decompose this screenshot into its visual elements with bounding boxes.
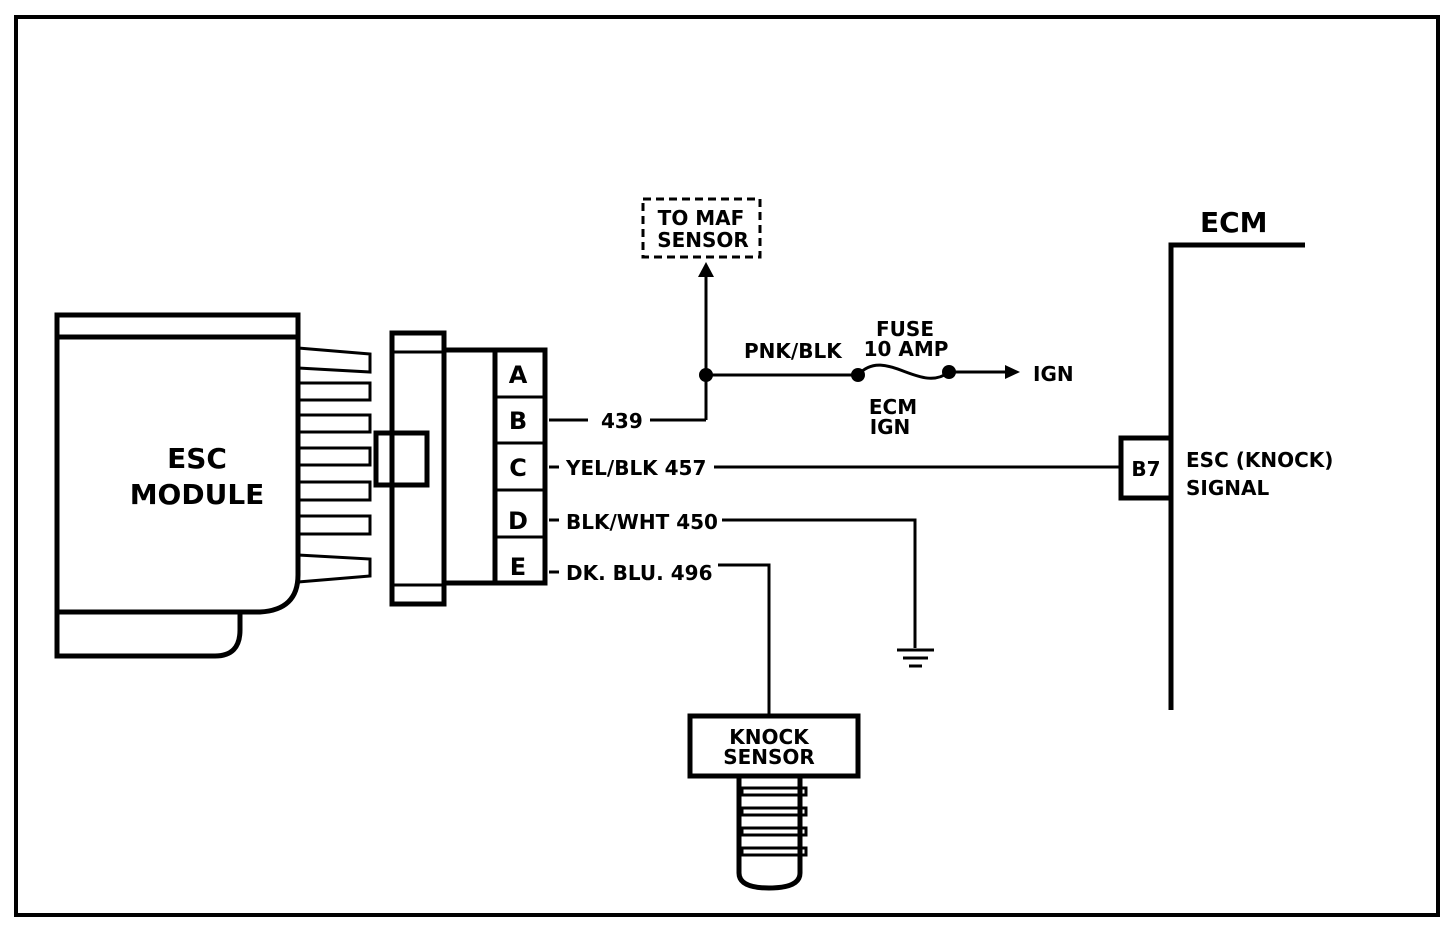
ign-arrow <box>1005 365 1020 379</box>
knock-sensor: KNOCK SENSOR <box>687 713 861 891</box>
sensor-thread-icon <box>740 786 808 857</box>
supply-wire-label: PNK/BLK <box>744 339 843 363</box>
maf-label-line2: SENSOR <box>657 228 749 252</box>
wire-b-label: 439 <box>601 409 643 433</box>
maf-arrow <box>698 262 714 277</box>
knock-sensor-label-line2: SENSOR <box>723 745 815 769</box>
fuse-source-line2: IGN <box>870 415 911 439</box>
pin-e-label: E <box>510 553 526 581</box>
pin-d-label: D <box>508 507 528 535</box>
wire-d-ground: BLK/WHT 450 <box>549 510 934 668</box>
pin-c-label: C <box>509 454 527 482</box>
wire-c-label: YEL/BLK 457 <box>565 456 706 480</box>
maf-sensor-box: TO MAF SENSOR <box>641 197 762 259</box>
module-terminals <box>297 346 372 584</box>
ecm-title: ECM <box>1200 206 1268 239</box>
ecm-signal-line2: SIGNAL <box>1186 476 1269 500</box>
ground-icon <box>897 648 934 668</box>
wire-e-label: DK. BLU. 496 <box>566 561 712 585</box>
fuse-label-line2: 10 AMP <box>864 337 949 361</box>
pin-a-label: A <box>509 361 528 389</box>
wire-c-signal: YEL/BLK 457 <box>549 456 1121 480</box>
esc-module: ESC MODULE <box>54 312 372 659</box>
ecm-pin-label: B7 <box>1131 457 1160 481</box>
knock-sensor-label-line1: KNOCK <box>729 725 810 749</box>
fuse-label-line1: FUSE <box>876 317 934 341</box>
fuse-source-line1: ECM <box>869 395 917 419</box>
module-label-line2: MODULE <box>130 478 265 511</box>
ecm: ECM B7 ESC (KNOCK) SIGNAL <box>1118 206 1333 710</box>
module-label-line1: ESC <box>167 442 227 475</box>
wire-d-label: BLK/WHT 450 <box>566 510 718 534</box>
ecm-signal-line1: ESC (KNOCK) <box>1186 448 1333 472</box>
wire-e-sensor: DK. BLU. 496 <box>549 561 771 715</box>
connector: A B C D E <box>373 330 548 607</box>
maf-label-line1: TO MAF <box>658 206 745 230</box>
pin-b-label: B <box>509 407 527 435</box>
diagram-frame <box>14 15 1440 917</box>
ign-label: IGN <box>1033 362 1074 386</box>
fuse: FUSE 10 AMP ECM IGN IGN <box>851 317 1074 439</box>
wire-b-circuit: 439 PNK/BLK <box>549 262 858 433</box>
